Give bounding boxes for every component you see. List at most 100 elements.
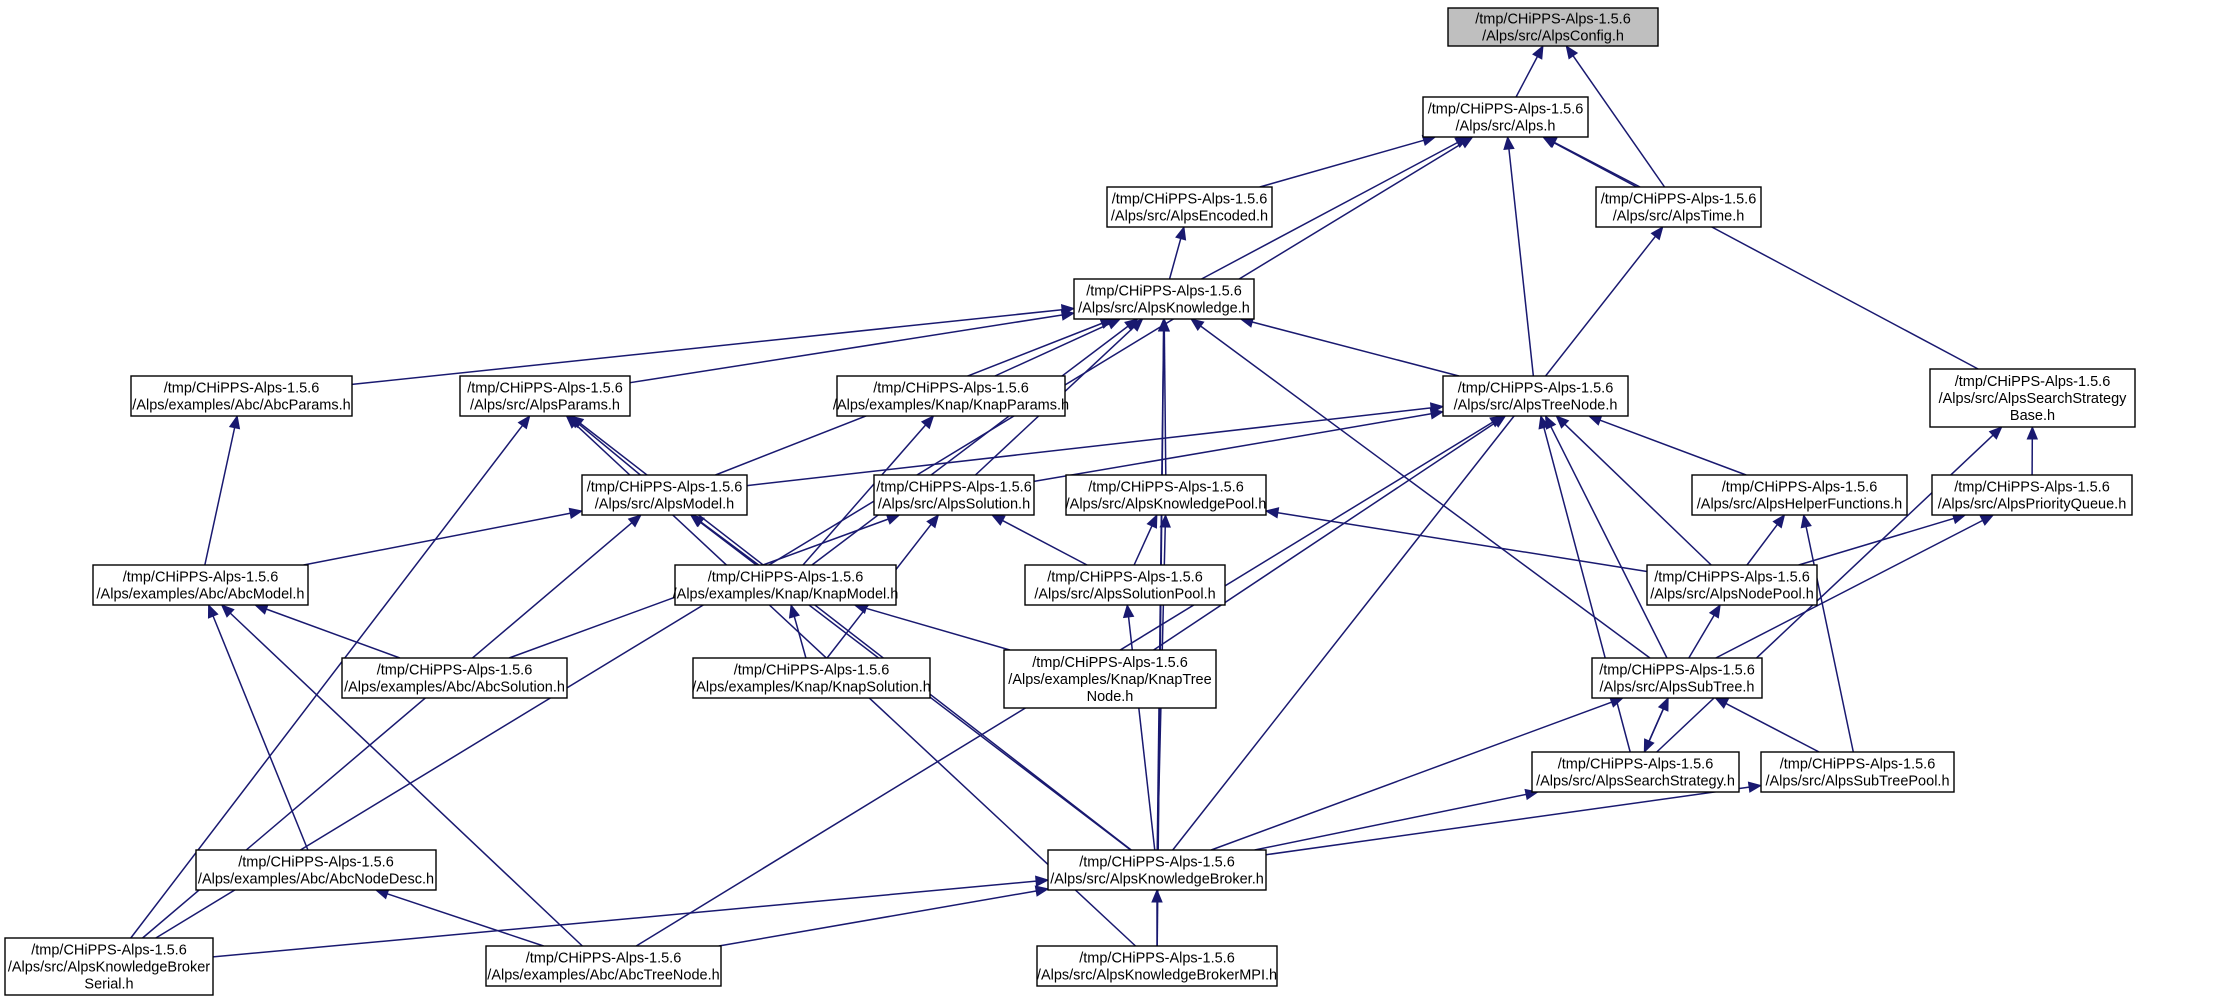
node-label-line: /Alps/src/AlpsSubTree.h	[1600, 680, 1755, 696]
edge-solution-to-treenode	[1033, 413, 1432, 483]
file-node-abcmodel[interactable]: /tmp/CHiPPS-Alps-1.5.6/Alps/examples/Abc…	[92, 564, 309, 606]
node-label-line: /tmp/CHiPPS-Alps-1.5.6	[377, 663, 533, 679]
file-node-subtreepool[interactable]: /tmp/CHiPPS-Alps-1.5.6/Alps/src/AlpsSubT…	[1760, 751, 1955, 793]
arrowhead	[1800, 513, 1812, 529]
node-label-line: /Alps/src/AlpsKnowledge.h	[1078, 301, 1250, 317]
node-label-line: /tmp/CHiPPS-Alps-1.5.6	[587, 480, 743, 496]
file-node-nodepool[interactable]: /tmp/CHiPPS-Alps-1.5.6/Alps/src/AlpsNode…	[1646, 564, 1818, 606]
file-node-broker[interactable]: /tmp/CHiPPS-Alps-1.5.6/Alps/src/AlpsKnow…	[1047, 849, 1267, 891]
node-box	[1442, 375, 1629, 417]
node-label-line: /tmp/CHiPPS-Alps-1.5.6	[1558, 757, 1714, 773]
arrowhead	[228, 414, 241, 430]
arrowhead	[1151, 888, 1163, 903]
file-node-encoded[interactable]: /tmp/CHiPPS-Alps-1.5.6/Alps/src/AlpsEnco…	[1106, 186, 1273, 228]
arrowhead	[207, 603, 219, 619]
arrowhead	[1650, 225, 1664, 241]
file-node-pqueue[interactable]: /tmp/CHiPPS-Alps-1.5.6/Alps/src/AlpsPrio…	[1931, 474, 2133, 516]
node-label-line: Serial.h	[84, 977, 133, 993]
edge-broker-to-time	[1172, 235, 1656, 851]
arrowhead	[1979, 514, 1995, 526]
node-box	[195, 849, 437, 891]
file-node-knaptreenode[interactable]: /tmp/CHiPPS-Alps-1.5.6/Alps/examples/Kna…	[1003, 649, 1217, 709]
node-label-line: /Alps/src/AlpsKnowledgePool.h	[1066, 497, 1267, 513]
node-label-line: /tmp/CHiPPS-Alps-1.5.6	[31, 943, 187, 959]
edge-encoded-to-alps	[1259, 139, 1424, 188]
arrowhead	[1988, 426, 2003, 440]
file-node-searchstrategy[interactable]: /tmp/CHiPPS-Alps-1.5.6/Alps/src/AlpsSear…	[1531, 751, 1740, 793]
arrowhead	[1541, 136, 1557, 148]
node-label-line: /tmp/CHiPPS-Alps-1.5.6	[1475, 12, 1631, 28]
arrowhead	[1458, 136, 1474, 149]
arrowhead	[885, 513, 901, 525]
node-box	[459, 375, 631, 417]
file-node-time[interactable]: /tmp/CHiPPS-Alps-1.5.6/Alps/src/AlpsTime…	[1595, 186, 1762, 228]
arrowhead	[627, 514, 642, 528]
node-label-line: /tmp/CHiPPS-Alps-1.5.6	[526, 951, 682, 967]
edge-abctreenode-to-abcnodedesc	[387, 893, 544, 947]
edge-broker-to-subtreepool	[1265, 786, 1750, 856]
node-label-line: /Alps/src/AlpsNodePool.h	[1650, 587, 1814, 603]
file-node-subtree[interactable]: /tmp/CHiPPS-Alps-1.5.6/Alps/src/AlpsSubT…	[1591, 657, 1763, 699]
node-box	[581, 474, 748, 516]
node-label-line: /tmp/CHiPPS-Alps-1.5.6	[734, 663, 890, 679]
file-node-abcnodedesc[interactable]: /tmp/CHiPPS-Alps-1.5.6/Alps/examples/Abc…	[195, 849, 437, 891]
file-node-knapmodel[interactable]: /tmp/CHiPPS-Alps-1.5.6/Alps/examples/Kna…	[673, 564, 899, 606]
node-label-line: /tmp/CHiPPS-Alps-1.5.6	[1086, 284, 1242, 300]
arrowhead	[1489, 415, 1504, 428]
edge-nodepool-to-pqueue	[1798, 517, 1955, 566]
file-node-solution[interactable]: /tmp/CHiPPS-Alps-1.5.6/Alps/src/AlpsSolu…	[873, 474, 1035, 516]
file-node-kpool[interactable]: /tmp/CHiPPS-Alps-1.5.6/Alps/src/AlpsKnow…	[1065, 474, 1267, 516]
file-node-brokermpi[interactable]: /tmp/CHiPPS-Alps-1.5.6/Alps/src/AlpsKnow…	[1036, 945, 1278, 987]
arrowhead	[1532, 44, 1544, 60]
edge-knapmodel-to-knapparams	[802, 424, 927, 566]
node-box	[1065, 474, 1267, 516]
edge-brokerserial-to-broker	[212, 880, 1037, 958]
arrowhead	[1609, 696, 1625, 708]
arrowhead	[788, 603, 800, 619]
node-box	[1447, 7, 1659, 47]
edge-abctreenode-to-abcmodel	[229, 612, 583, 947]
arrowhead	[1714, 697, 1730, 709]
file-node-solpool[interactable]: /tmp/CHiPPS-Alps-1.5.6/Alps/src/AlpsSolu…	[1024, 564, 1226, 606]
file-node-abcparams[interactable]: /tmp/CHiPPS-Alps-1.5.6/Alps/examples/Abc…	[130, 375, 353, 417]
arrowhead	[1747, 781, 1763, 793]
arrowhead	[920, 415, 935, 430]
edge-abcsolution-to-abcmodel	[266, 608, 401, 659]
file-node-model[interactable]: /tmp/CHiPPS-Alps-1.5.6/Alps/src/AlpsMode…	[581, 474, 748, 516]
node-label-line: /tmp/CHiPPS-Alps-1.5.6	[164, 381, 320, 397]
node-label-line: /Alps/src/AlpsKnowledgeBroker	[8, 960, 210, 976]
node-label-line: /tmp/CHiPPS-Alps-1.5.6	[1458, 381, 1614, 397]
file-node-abctreenode[interactable]: /tmp/CHiPPS-Alps-1.5.6/Alps/examples/Abc…	[485, 945, 722, 987]
edge-subtree-to-pqueue	[1715, 519, 1983, 659]
file-node-treenode[interactable]: /tmp/CHiPPS-Alps-1.5.6/Alps/src/AlpsTree…	[1442, 375, 1629, 417]
edge-abctreenode-to-broker	[718, 890, 1037, 947]
file-node-abcsolution[interactable]: /tmp/CHiPPS-Alps-1.5.6/Alps/examples/Abc…	[341, 657, 568, 699]
node-label-line: /Alps/src/AlpsTreeNode.h	[1454, 398, 1618, 414]
file-node-helper[interactable]: /tmp/CHiPPS-Alps-1.5.6/Alps/src/AlpsHelp…	[1691, 474, 1908, 516]
edge-model-to-treenode	[746, 407, 1432, 487]
file-node-brokerserial[interactable]: /tmp/CHiPPS-Alps-1.5.6/Alps/src/AlpsKnow…	[4, 937, 214, 996]
file-node-knapparams[interactable]: /tmp/CHiPPS-Alps-1.5.6/Alps/examples/Kna…	[833, 375, 1069, 417]
node-box	[4, 937, 214, 996]
file-node-knapsolution[interactable]: /tmp/CHiPPS-Alps-1.5.6/Alps/examples/Kna…	[692, 657, 931, 699]
node-label-line: /Alps/examples/Knap/KnapParams.h	[833, 398, 1069, 414]
file-node-config[interactable]: /tmp/CHiPPS-Alps-1.5.6/Alps/src/AlpsConf…	[1447, 7, 1659, 47]
file-node-knowledge[interactable]: /tmp/CHiPPS-Alps-1.5.6/Alps/src/AlpsKnow…	[1073, 278, 1255, 320]
node-label-line: /tmp/CHiPPS-Alps-1.5.6	[708, 570, 864, 586]
node-label-line: /Alps/src/AlpsParams.h	[470, 398, 620, 414]
node-box	[1929, 368, 2136, 428]
node-label-line: /tmp/CHiPPS-Alps-1.5.6	[123, 570, 279, 586]
arrowhead	[517, 414, 531, 430]
node-label-line: /Alps/src/AlpsSolution.h	[878, 497, 1030, 513]
node-label-line: /tmp/CHiPPS-Alps-1.5.6	[238, 855, 394, 871]
arrowhead	[1124, 318, 1139, 332]
node-box	[341, 657, 568, 699]
file-node-alps[interactable]: /tmp/CHiPPS-Alps-1.5.6/Alps/src/Alps.h	[1422, 96, 1589, 138]
edge-brokerserial-to-alps	[155, 142, 1463, 939]
node-label-line: /Alps/src/AlpsSubTreePool.h	[1765, 774, 1949, 790]
file-node-alpsparams[interactable]: /tmp/CHiPPS-Alps-1.5.6/Alps/src/AlpsPara…	[459, 375, 631, 417]
node-box	[1691, 474, 1908, 516]
edge-broker-to-subtree	[1210, 701, 1612, 851]
node-label-line: /Alps/examples/Abc/AbcParams.h	[132, 398, 350, 414]
file-node-ssbase[interactable]: /tmp/CHiPPS-Alps-1.5.6/Alps/src/AlpsSear…	[1929, 368, 2136, 428]
